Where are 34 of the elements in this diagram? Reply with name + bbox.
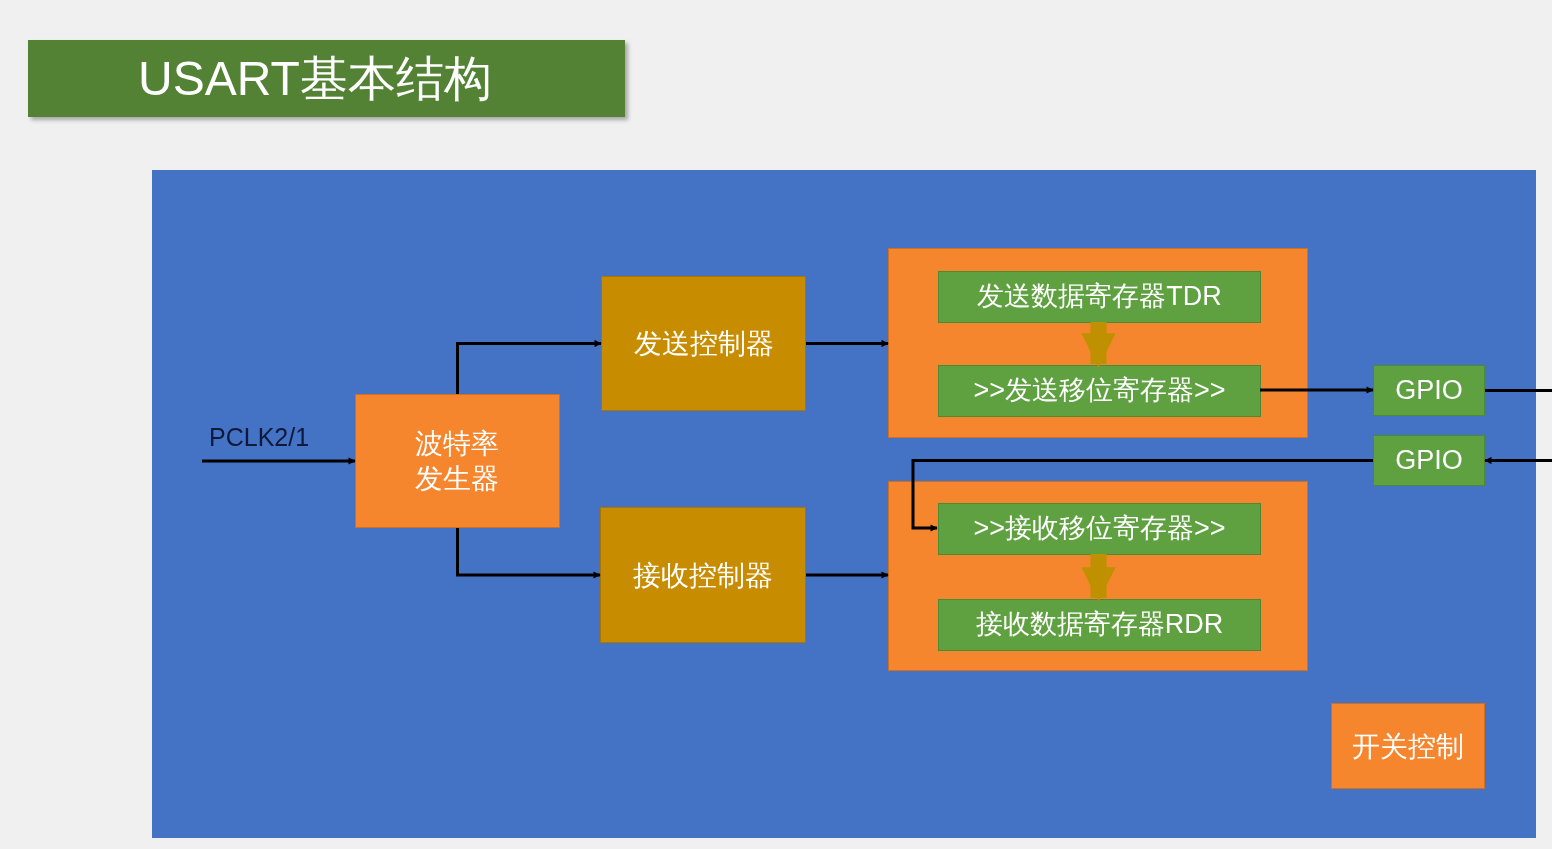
register-box bbox=[938, 599, 1261, 651]
arrow bbox=[911, 459, 1373, 532]
node-label: >>发送移位寄存器>> bbox=[973, 374, 1226, 408]
register-group-box bbox=[888, 248, 1308, 438]
register-box bbox=[938, 503, 1261, 555]
arrow bbox=[202, 457, 356, 465]
edge-label: PCLK2/1 bbox=[209, 422, 310, 453]
process-box bbox=[1331, 703, 1485, 789]
node-label: 发送数据寄存器TDR bbox=[977, 280, 1222, 314]
register-group-box bbox=[888, 481, 1308, 671]
register-box bbox=[1373, 365, 1485, 416]
node-label: 接收控制器 bbox=[633, 558, 773, 593]
process-box bbox=[355, 394, 560, 528]
node-label: >>接收移位寄存器>> bbox=[973, 512, 1226, 546]
register-box bbox=[1373, 435, 1485, 486]
arrow bbox=[456, 528, 601, 579]
arrow bbox=[806, 571, 889, 579]
arrow bbox=[1260, 386, 1374, 394]
block-arrow bbox=[1081, 554, 1116, 602]
node-label: 开关控制 bbox=[1352, 729, 1464, 764]
title-banner: USART基本结构 bbox=[28, 40, 625, 117]
arrow bbox=[806, 339, 889, 348]
node-label: 发送控制器 bbox=[633, 327, 774, 361]
arrow bbox=[1484, 456, 1552, 465]
arrow bbox=[456, 339, 602, 394]
node-label: GPIO bbox=[1395, 373, 1463, 407]
node-label: GPIO bbox=[1395, 443, 1463, 477]
controller-box bbox=[601, 276, 806, 411]
register-box bbox=[938, 365, 1261, 417]
node-label: 波特率发生器 bbox=[414, 427, 501, 496]
node-label: 接收数据寄存器RDR bbox=[975, 608, 1224, 642]
controller-box bbox=[600, 507, 806, 643]
block-arrow bbox=[1081, 322, 1116, 368]
register-box bbox=[938, 271, 1261, 323]
